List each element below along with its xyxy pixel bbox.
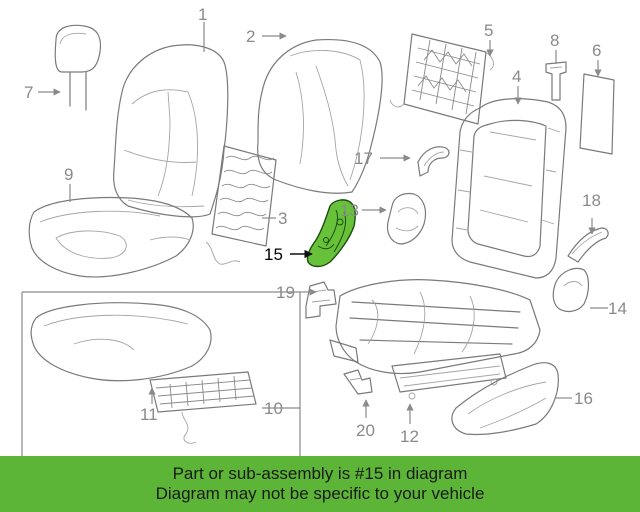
part-16-side-cover: [451, 362, 559, 436]
callout-5: 5: [484, 21, 493, 40]
callout-18: 18: [582, 191, 601, 210]
part-20-bracket: [343, 369, 373, 395]
callout-4: 4: [512, 67, 521, 86]
callout-labels: 1 2 3 4 5 6 7 8 9 10 11 12 13 14 15 16 1…: [24, 5, 627, 446]
callout-17: 17: [354, 149, 373, 168]
part-4-seat-back-frame: [451, 98, 567, 279]
part-9-seat-cushion-cover: [28, 196, 194, 278]
part-19-bracket: [305, 281, 337, 319]
part-15-highlighted-shield[interactable]: [306, 199, 356, 268]
callout-12: 12: [400, 427, 419, 446]
part-13-side-shield: [386, 192, 427, 245]
callout-3: 3: [278, 209, 287, 228]
callout-8: 8: [550, 31, 559, 50]
info-banner: Part or sub-assembly is #15 in diagram D…: [0, 456, 640, 512]
callout-19: 19: [276, 283, 295, 302]
callout-20: 20: [356, 421, 375, 440]
callout-7: 7: [24, 83, 33, 102]
part-18-cable: [567, 227, 609, 263]
leader-lines: [38, 22, 608, 424]
seat-track-frame: [329, 279, 541, 400]
callout-10: 10: [264, 399, 283, 418]
part-8-guide: [545, 61, 567, 101]
part-2-seat-back-pad: [257, 38, 383, 194]
callout-16: 16: [574, 389, 593, 408]
inset-box: [21, 291, 301, 456]
banner-line-2: Diagram may not be specific to your vehi…: [155, 484, 485, 503]
callout-15-highlighted: 15: [264, 245, 283, 264]
part-7-headrest: [54, 24, 102, 111]
parts-diagram: 1 2 3 4 5 6 7 8 9 10 11 12 13 14 15 16 1…: [21, 5, 627, 456]
callout-11: 11: [140, 405, 158, 424]
part-1-seat-back-cover: [113, 44, 229, 218]
part-3-back-panel: [205, 145, 277, 265]
callout-1: 1: [198, 5, 207, 24]
part-17-bracket: [417, 146, 450, 177]
part-5-spring-mat: [389, 33, 494, 125]
banner-line-1: Part or sub-assembly is #15 in diagram: [172, 464, 468, 483]
callout-13: 13: [340, 201, 359, 220]
callout-2: 2: [246, 27, 255, 46]
callout-6: 6: [592, 41, 601, 60]
callout-9: 9: [64, 165, 73, 184]
callout-14: 14: [608, 299, 627, 318]
part-6-label-card: [579, 73, 615, 155]
part-14-cover: [552, 267, 590, 313]
